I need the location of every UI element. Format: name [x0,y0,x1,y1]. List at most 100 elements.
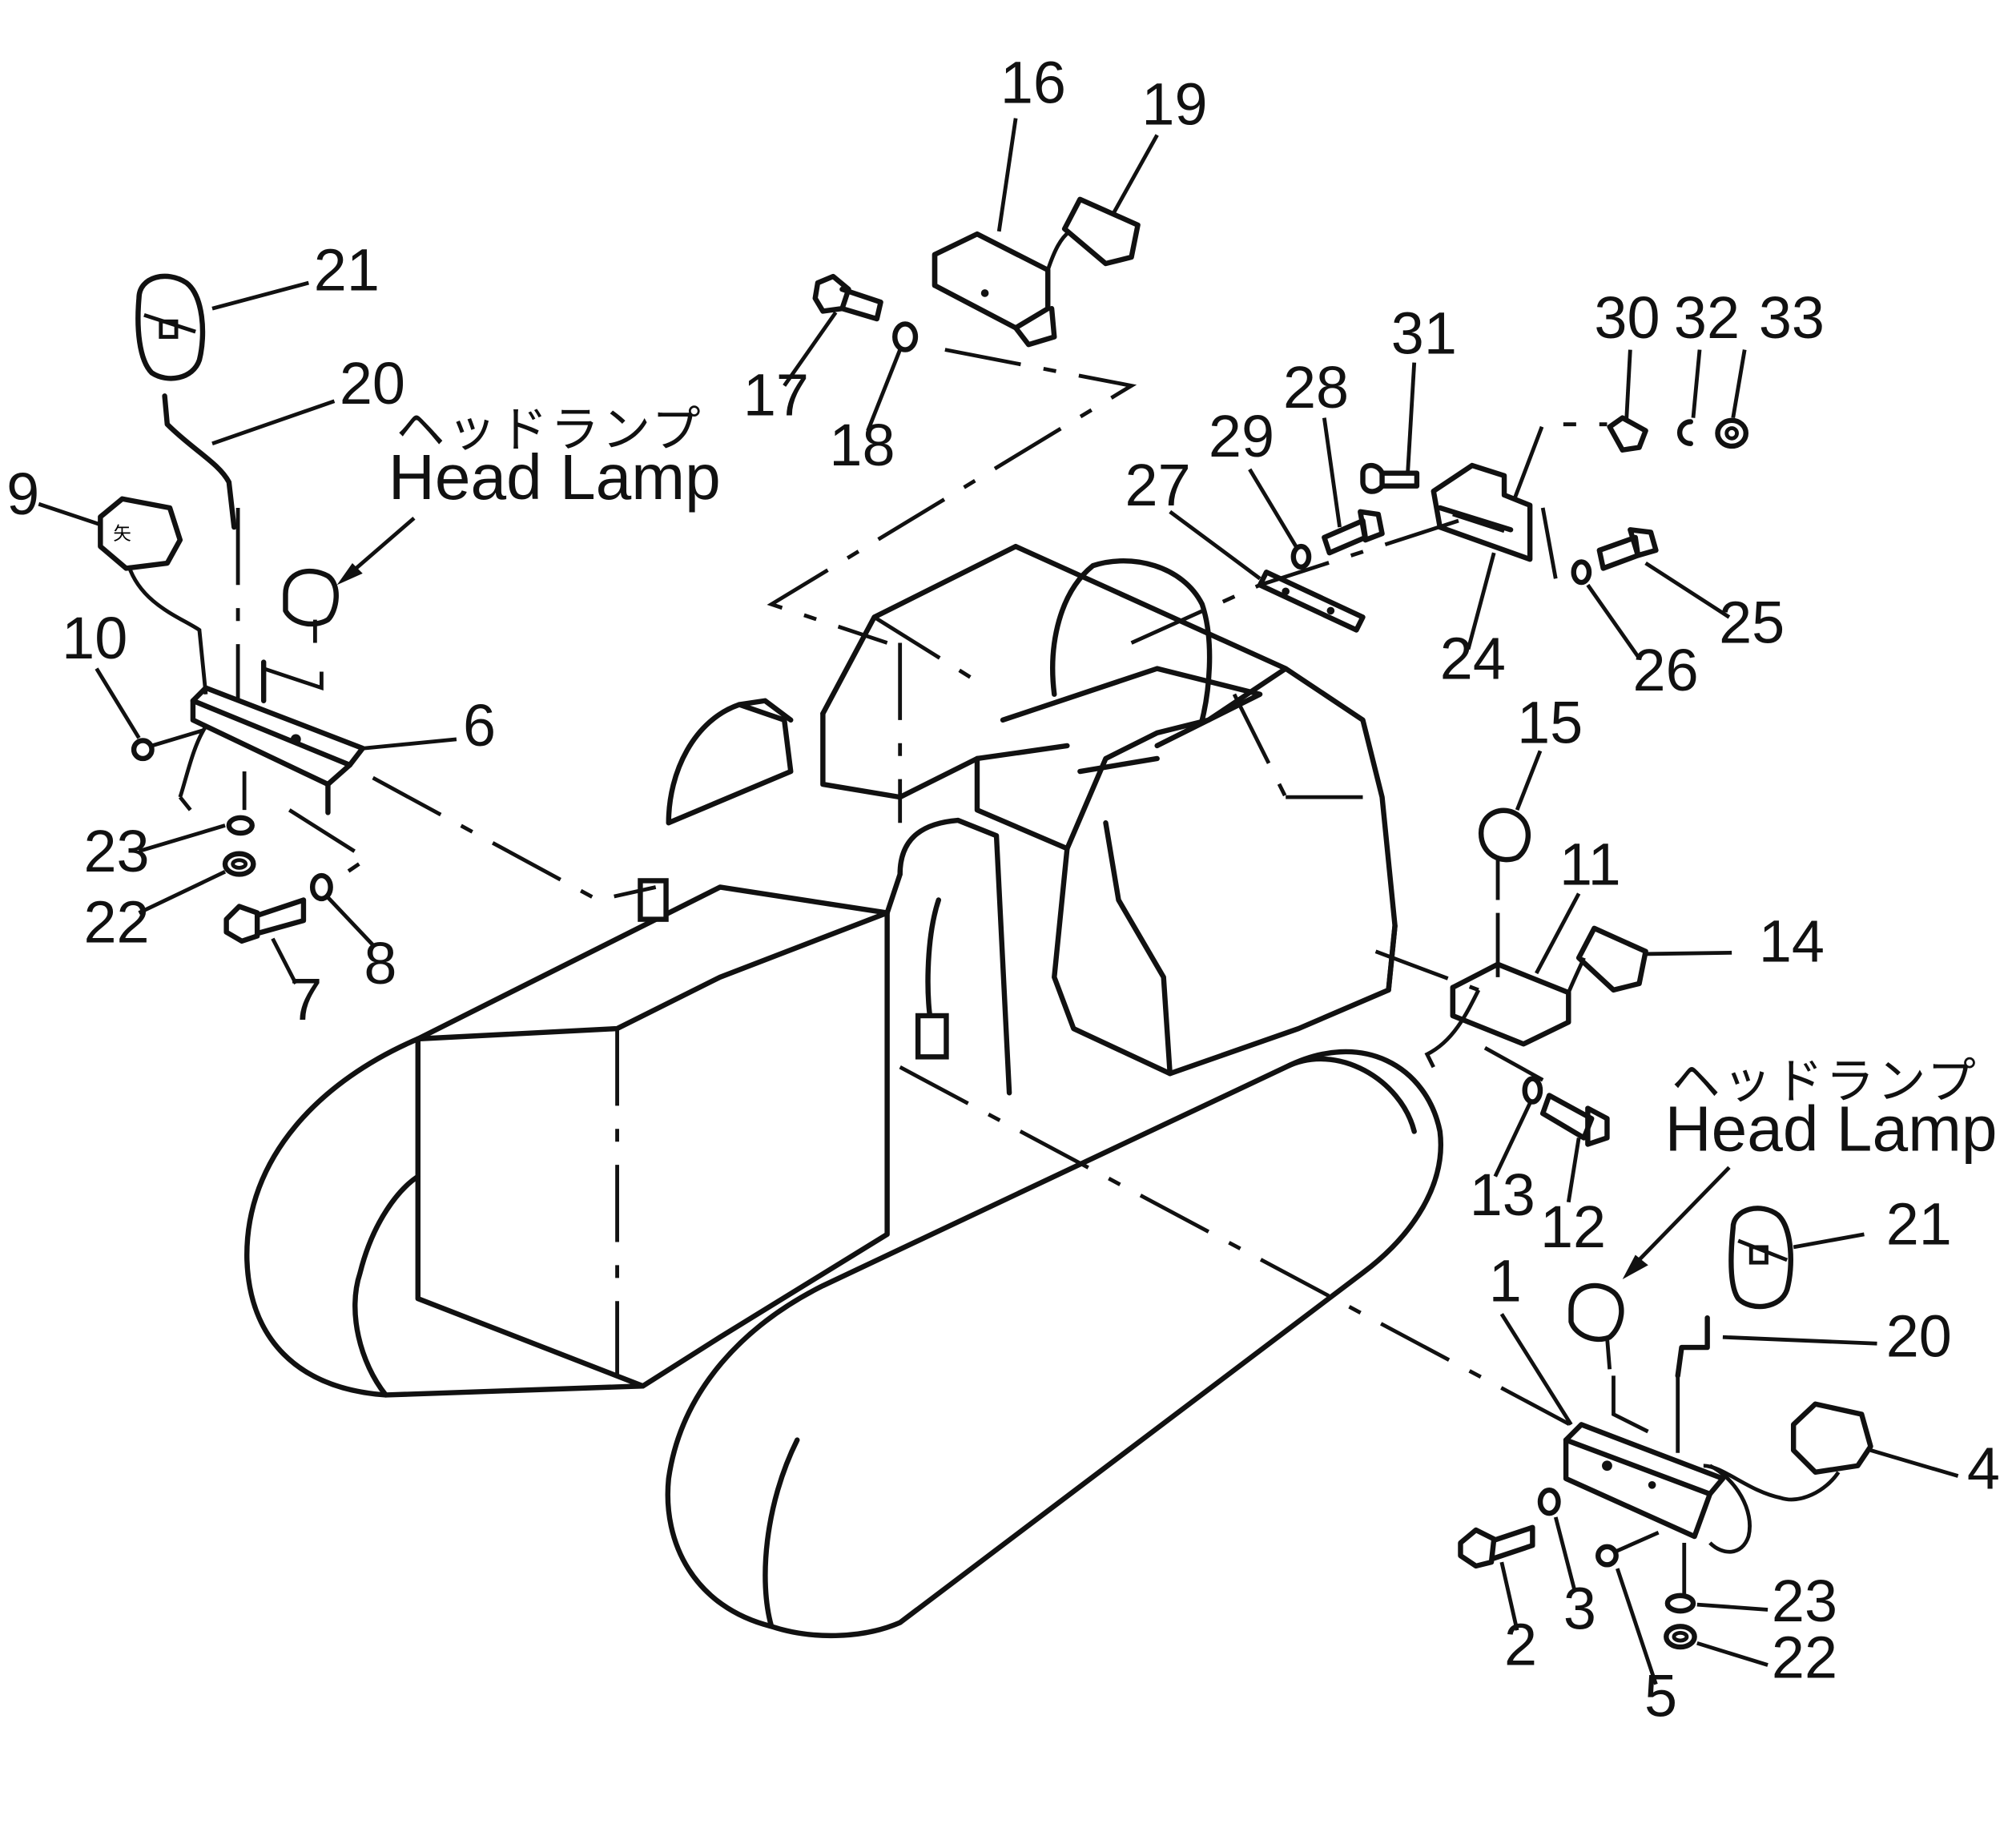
callout-30: 30 [1594,284,1660,351]
callout-22-left: 22 [83,888,149,955]
part-1-bracket-right [1563,1422,1752,1554]
part-28-bolt [1322,509,1385,556]
line-24-side [1540,507,1558,579]
part-6-bracket-left [190,659,365,815]
head-lamp-label-left: ヘッドランプ Head Lamp [388,401,721,513]
operator-seat [1050,558,1213,723]
head-lamp-right-jp: ヘッドランプ [1672,1053,1978,1110]
callout-18: 18 [829,412,895,478]
part-17-bolt [812,273,883,322]
callout-4: 4 [1967,1435,2000,1502]
callout-16: 16 [1000,49,1066,115]
part-14-lamp [1567,925,1648,994]
callout-15: 15 [1517,690,1583,756]
callout-26: 26 [1633,637,1699,703]
callout-2: 2 [1504,1612,1537,1678]
head-lamp-label-right: ヘッドランプ Head Lamp [1665,1053,1998,1166]
crawler-machine [244,543,1443,1639]
callout-12: 12 [1540,1194,1606,1260]
part-23-washer-right [1664,1592,1696,1614]
head-lamp-right [1568,1282,1624,1370]
part-29-washer [1290,543,1312,570]
callout-1: 1 [1489,1247,1522,1314]
callout-28: 28 [1283,354,1349,421]
part-24-bracket [1431,462,1533,562]
left-track [244,1036,646,1398]
callout-29: 29 [1209,403,1274,469]
callout-27: 27 [1125,452,1191,518]
part-22-nut-right [1664,1624,1697,1650]
middle-post [897,817,1012,1096]
callout-24: 24 [1440,625,1506,691]
callout-6: 6 [463,692,496,759]
arrow-head-left [336,563,363,586]
callout-5: 5 [1644,1663,1677,1729]
part-4-turn-lamp-right [1703,1401,1873,1502]
arrow-head-right [1622,1254,1648,1280]
line-16-to-hood [767,348,1137,645]
hood-hidden-4 [873,615,979,683]
left-arm-top [736,698,794,723]
hood-hidden-2 [1232,693,1288,799]
part-26-washer [1571,559,1592,586]
hood-seam [1077,755,1160,775]
callout-19: 19 [1141,71,1207,138]
callout-32: 32 [1674,284,1740,351]
head-lamp-left [283,568,339,643]
part-8-washer-left [309,872,333,902]
head-lamp-left-en: Head Lamp [388,441,721,513]
part-9-turn-lamp-left: 矢 [98,496,208,695]
callout-7: 7 [289,966,322,1033]
part-31-bolt [1360,462,1420,494]
part-7-bolt-left [223,897,307,944]
callout-20-right: 20 [1886,1303,1952,1369]
body-bracket-mid [915,1013,949,1060]
line-lamp-right [1612,1375,1666,1442]
line-11-to-hood [1374,949,1479,992]
line-6-bolt [288,808,370,883]
callout-23-left: 23 [83,818,149,884]
callout-10: 10 [62,605,127,671]
part-2-bolt-right [1458,1524,1535,1569]
callout-22-right: 22 [1772,1625,1837,1691]
part-16-bracket [932,231,1057,348]
callout-numbers: 16 19 21 20 9 10 6 23 22 7 8 17 18 27 29… [6,49,2000,1729]
part-19-lamp [1045,196,1141,271]
frame-top-edge [415,884,890,1042]
line-lamp-left [263,666,324,691]
part-18-washer [892,321,919,352]
part-10-bolt-left [131,725,207,811]
part-5-bolt-right [1595,1531,1660,1568]
callout-14: 14 [1759,908,1825,975]
callout-20-left: 20 [340,350,405,417]
callout-33: 33 [1759,284,1825,351]
callout-31: 31 [1391,300,1457,366]
part-20-pipe-left [162,393,237,530]
leader-lines [38,118,1959,1685]
callout-21-left: 21 [314,237,380,304]
line-1-to-body [899,1065,1576,1429]
callout-11: 11 [1559,831,1621,897]
assembly-lines [235,348,1687,1595]
part-30-clip [1607,415,1648,453]
seat-cushion [1000,666,1263,749]
head-lamp-left-jp: ヘッドランプ [396,401,703,458]
right-track [665,1049,1443,1639]
callout-25: 25 [1719,590,1785,656]
right-track-front [1282,1056,1417,1134]
line-6-to-body [372,775,657,903]
part-25-bolt [1596,527,1659,571]
frame-box [415,910,890,1389]
part-21-lens-left [135,273,206,381]
left-track-inner [352,1174,421,1398]
line-24-to-30 [1512,422,1608,500]
part-33-nut [1715,417,1749,449]
engine-hood [820,543,1398,1077]
part-15-lamp [1478,807,1531,900]
hood-side [1103,820,1173,1077]
part-3-washer-right [1537,1488,1561,1516]
part-11-bracket [1424,912,1571,1069]
part-20-pipe-right [1675,1315,1710,1379]
